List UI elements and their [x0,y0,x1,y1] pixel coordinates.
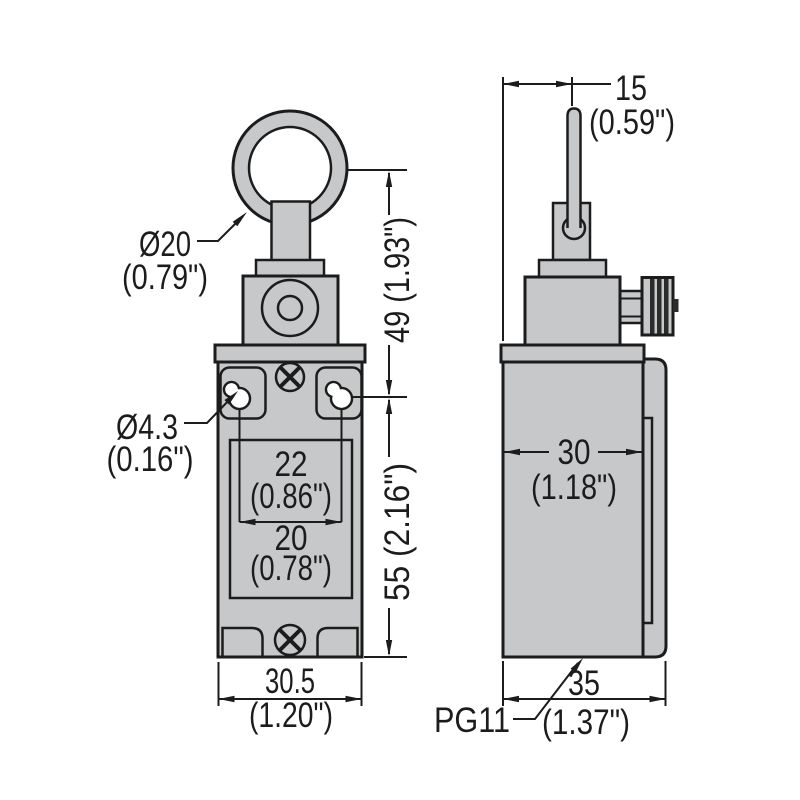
ring-stem [270,200,312,263]
dim-35-inch: (1.37") [542,703,630,742]
bottom-notch-left [221,626,264,658]
dim-ring-mm: Ø20 [139,225,191,264]
body-cap-side [499,343,646,364]
dim-15-mm: 15 [615,69,647,108]
dim-30-mm: 30 [558,433,591,472]
dim-305-inch: (1.20") [249,696,333,735]
dim-49-label: 49 (1.93") [378,217,417,343]
connector-rib [664,279,669,334]
switch-body-side [501,360,645,659]
cover-screw-bottom [273,623,307,657]
cover-screw-top [274,361,306,393]
dim-lever-offset-15: 15 (0.59") [502,69,675,341]
front-view [213,109,367,659]
dim-30-inch: (1.18") [531,468,617,507]
connector-nub [673,299,679,312]
dim-20-inch: (0.78") [250,549,332,588]
dim-22-mm: 22 [275,445,308,484]
dim-hole-inch: (0.16") [107,440,194,479]
side-view [499,107,679,659]
dim-305-mm: 30.5 [265,662,315,701]
dim-overall-depth-35: 35 (1.37") [502,661,667,742]
ring-actuator-inner [247,125,333,211]
dim-15-inch: (0.59") [589,103,675,142]
dim-22-inch: (0.86") [250,477,332,516]
dim-55-label: 55 (2.16") [378,463,417,601]
pg11-label: PG11 [434,701,510,740]
holder-collar [537,258,608,279]
connector-neck-lines [620,297,642,318]
label-cable-gland: PG11 [434,658,583,740]
mount-pocket-left [219,366,267,420]
dim-actuator-height-49: 49 (1.93") [348,169,417,396]
dim-ring-diameter: Ø20 (0.79") [122,212,247,297]
side-cover-recess-line [643,416,654,625]
connector-neck [618,289,645,325]
head-pivot-inner [276,294,304,322]
dim-ring-inch: (0.79") [122,258,208,297]
connector-rib [657,279,662,334]
mount-pocket-right [315,366,363,420]
dim-body-height-55: 55 (2.16") [352,396,417,658]
dim-hole-spacing: 22 (0.86") 20 (0.78") [238,408,343,588]
connector-rib [650,279,655,334]
bottom-notch-right [316,626,359,658]
switch-head-side [523,275,622,347]
dim-body-width: 30.5 (1.20") [217,662,363,735]
connector [640,276,679,337]
dim-body-depth-30: 30 (1.18") [504,433,642,507]
lever-rod [566,107,582,228]
cover-plate-outline [228,438,354,600]
dim-hole-mm: Ø4.3 [116,408,178,447]
dim-20-mm: 20 [275,519,308,558]
dim-hole-diameter: Ø4.3 (0.16") [107,391,238,479]
stem-collar [254,258,326,278]
body-cap-front [213,343,367,364]
side-cover-flange [641,357,668,659]
